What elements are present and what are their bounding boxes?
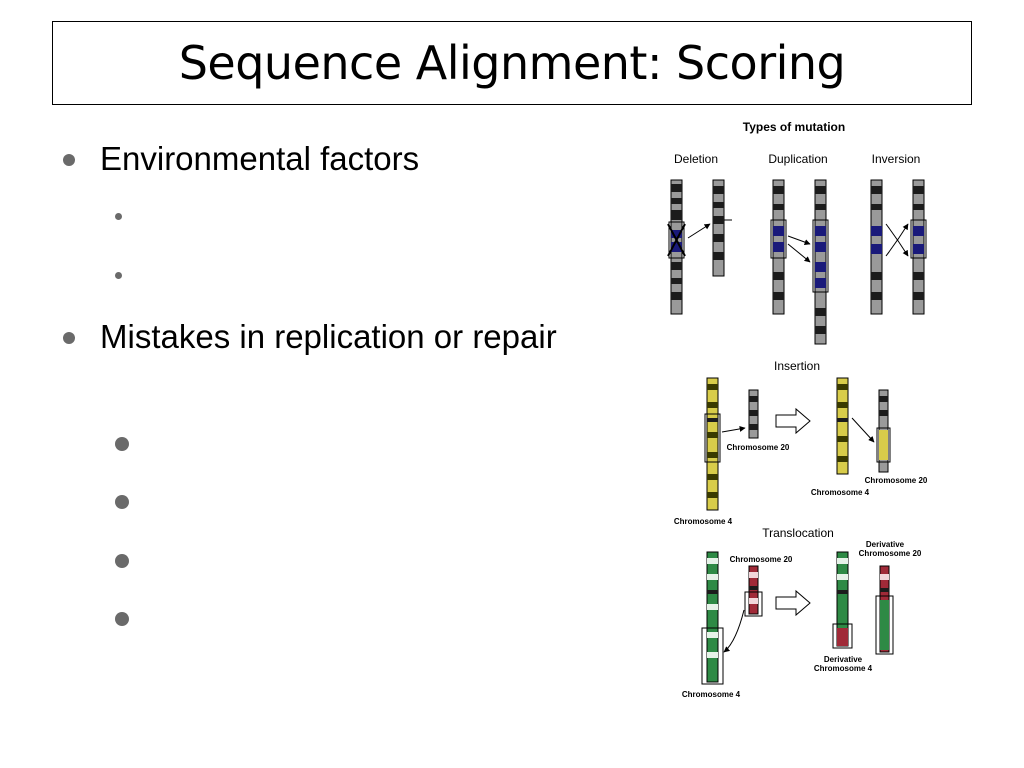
sub-bullet-dot: [115, 612, 129, 626]
inversion-chromosomes: [870, 179, 927, 315]
mutation-figure: Types of mutation Deletion Duplication I…: [640, 112, 940, 712]
label-deletion: Deletion: [674, 152, 718, 166]
label-translocation-chr20: Chromosome 20: [730, 555, 793, 564]
label-translocation-chr4: Chromosome 4: [682, 690, 741, 699]
label-translocation: Translocation: [762, 526, 834, 540]
label-insertion: Insertion: [774, 359, 820, 373]
label-deriv-a: Derivative: [866, 540, 905, 549]
bullet-environmental: Environmental factors: [100, 140, 420, 177]
label-inversion: Inversion: [872, 152, 921, 166]
title-box: Sequence Alignment: Scoring: [52, 21, 972, 105]
label-duplication: Duplication: [768, 152, 827, 166]
deletion-chromosomes: [667, 179, 732, 315]
sub-bullet-dot: [115, 213, 122, 220]
bullet-dot: [63, 154, 75, 166]
insertion-chromosomes: Chromosome 20 Chromosome 20 Chromosome 4…: [674, 377, 928, 526]
bullet-list: Environmental factors Mistakes in replic…: [63, 140, 557, 626]
sub-bullet-dot: [115, 554, 129, 568]
slide-title: Sequence Alignment: Scoring: [178, 36, 846, 90]
figure-heading: Types of mutation: [743, 120, 845, 134]
sub-bullet-dot: [115, 495, 129, 509]
duplication-chromosomes: [770, 179, 829, 345]
bullet-mistakes: Mistakes in replication or repair: [100, 318, 557, 355]
sub-bullet-dot: [115, 272, 122, 279]
bullet-dot: [63, 332, 75, 344]
sub-bullet-dot: [115, 437, 129, 451]
label-insertion-chr20-b: Chromosome 20: [865, 476, 928, 485]
label-insertion-chr20-a: Chromosome 20: [727, 443, 790, 452]
label-deriv-chr20: Chromosome 20: [859, 549, 922, 558]
label-deriv-chr4: Chromosome 4: [814, 664, 873, 673]
label-insertion-chr4-a: Chromosome 4: [674, 517, 733, 526]
mutation-diagram: Types of mutation Deletion Duplication I…: [667, 120, 928, 699]
label-insertion-chr4-b: Chromosome 4: [811, 488, 870, 497]
translocation-chromosomes: Chromosome 20 Derivative Chromosome 20 D…: [682, 540, 922, 699]
label-deriv-b: Derivative: [824, 655, 863, 664]
